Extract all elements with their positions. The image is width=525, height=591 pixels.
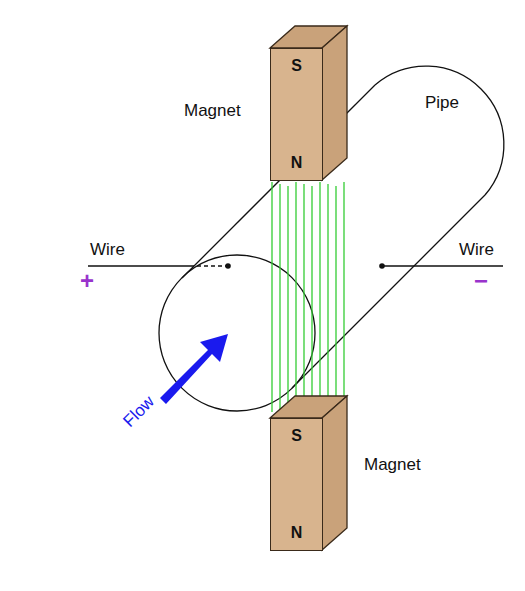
field-line xyxy=(303,184,304,412)
field-line xyxy=(295,182,296,409)
pole-letter: N xyxy=(291,154,303,172)
magnet-sides xyxy=(270,26,347,550)
field-line xyxy=(311,186,312,409)
pole-letter: S xyxy=(291,57,302,75)
part-label: Magnet xyxy=(184,102,241,121)
magnet-block: SN xyxy=(270,418,323,551)
field-line xyxy=(343,182,344,409)
flow-arrow xyxy=(160,334,228,404)
wires xyxy=(88,263,503,269)
magnetic-field-lines xyxy=(272,182,344,412)
pole-letter: N xyxy=(291,524,303,542)
part-label: Pipe xyxy=(425,94,459,113)
field-line xyxy=(319,182,320,412)
field-line xyxy=(271,182,272,412)
polarity-sign: − xyxy=(474,268,488,294)
field-line xyxy=(335,186,336,412)
magnet-block: SN xyxy=(270,48,323,181)
wire-label: Wire xyxy=(90,241,125,260)
field-line xyxy=(287,186,288,412)
part-label: Magnet xyxy=(364,456,421,475)
polarity-sign: + xyxy=(80,268,94,294)
field-line xyxy=(327,184,328,409)
wire-label: Wire xyxy=(459,241,494,260)
pole-letter: S xyxy=(291,427,302,445)
flow-label: Flow xyxy=(120,393,159,432)
field-line xyxy=(279,184,280,409)
